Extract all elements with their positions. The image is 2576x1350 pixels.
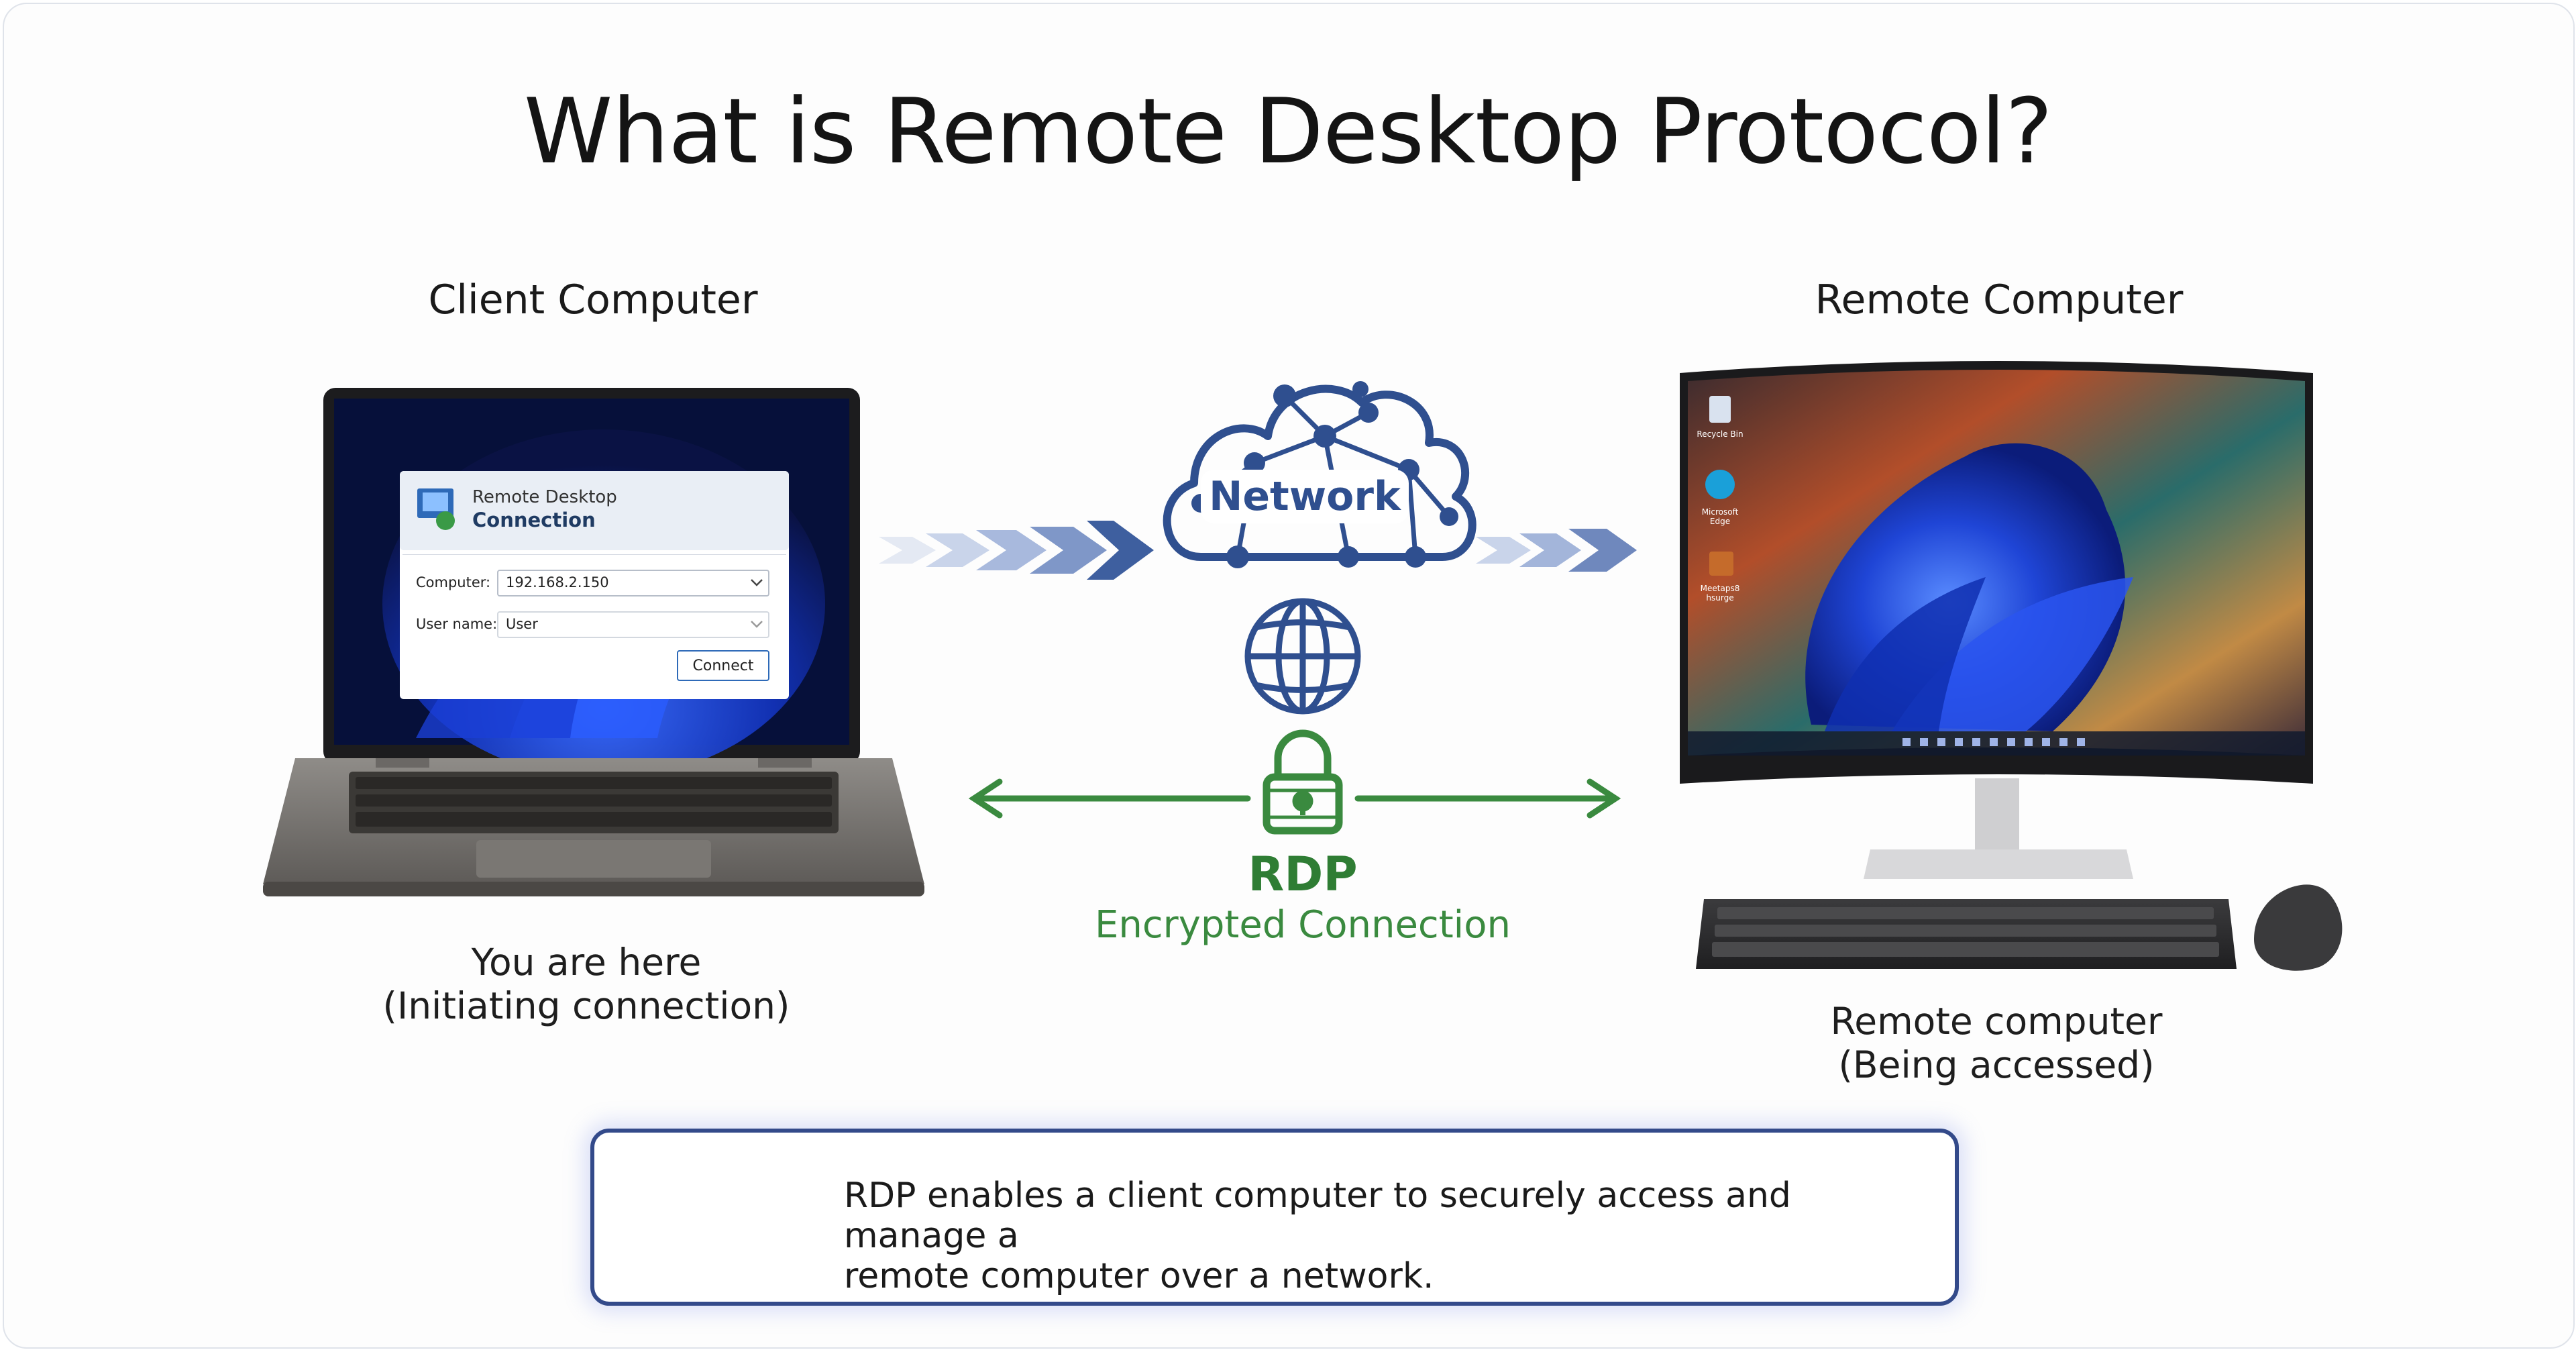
client-heading: Client Computer [428, 276, 758, 323]
network-label: Network [1201, 470, 1409, 523]
info-text-line1: RDP enables a client computer to securel… [844, 1176, 1791, 1256]
encrypted-connection-arrow [968, 778, 1621, 819]
desktop-icon-label: Recycle Bin [1697, 429, 1743, 439]
remote-caption-line1: Remote computer [1830, 1000, 2163, 1043]
info-box [590, 1129, 1959, 1306]
remote-caption: Remote computer (Being accessed) [1728, 1000, 2265, 1087]
padlock-icon [1263, 729, 1343, 835]
connect-button[interactable]: Connect [692, 658, 754, 674]
recycle-bin-icon [1709, 396, 1731, 423]
globe-icon [1244, 598, 1361, 715]
dialog-title-line2: Connection [472, 509, 596, 531]
rdp-label: RDP [1248, 847, 1358, 902]
client-caption-line1: You are here [471, 941, 702, 984]
dialog-title-line1: Remote Desktop [472, 487, 617, 507]
rdp-dialog [400, 471, 789, 699]
desktop-icon-label: Microsoft Edge [1701, 507, 1739, 526]
desktop-icon-label: Meetaps8 hsurge [1700, 584, 1740, 603]
computer-label: Computer: [416, 574, 491, 590]
info-text-line2: remote computer over a network. [844, 1256, 1434, 1296]
username-input[interactable]: User [506, 616, 538, 632]
app-icon [1709, 552, 1733, 576]
edge-icon [1705, 470, 1735, 499]
computer-input[interactable]: 192.168.2.150 [506, 574, 609, 590]
remote-monitor [1680, 361, 2343, 971]
encrypted-connection-label: Encrypted Connection [1095, 903, 1511, 947]
chevron-arrow-icon [879, 521, 1154, 580]
info-text: RDP enables a client computer to securel… [844, 1176, 1917, 1296]
client-caption: You are here (Initiating connection) [318, 941, 855, 1028]
remote-heading: Remote Computer [1815, 276, 2184, 323]
remote-caption-line2: (Being accessed) [1838, 1043, 2155, 1086]
chevron-arrow-icon [1476, 529, 1637, 572]
page-title: What is Remote Desktop Protocol? [523, 79, 2053, 184]
username-label: User name: [416, 616, 498, 632]
network-nodes [1191, 381, 1458, 568]
client-caption-line2: (Initiating connection) [382, 984, 790, 1027]
